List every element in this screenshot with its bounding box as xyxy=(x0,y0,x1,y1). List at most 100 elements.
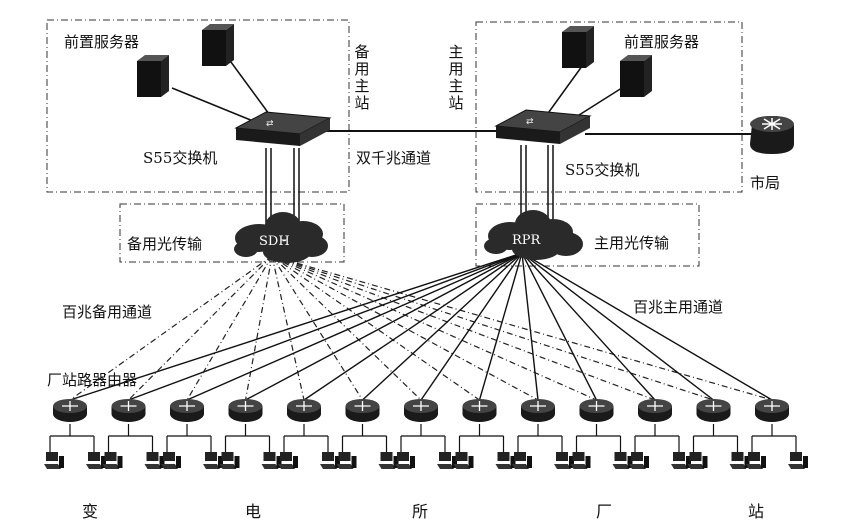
left-master-box xyxy=(46,19,350,193)
main-channel-line xyxy=(521,252,539,401)
backup-channel-lines xyxy=(69,255,773,401)
backup-channel-line xyxy=(271,255,422,401)
computer-icon xyxy=(746,452,766,469)
computer-icon xyxy=(612,452,633,469)
router-icon xyxy=(750,116,794,154)
switch-icon: ⇄ xyxy=(234,111,332,146)
cloud-icon xyxy=(484,210,583,260)
station xyxy=(512,399,574,469)
main-channel-line xyxy=(521,252,714,401)
router-icon xyxy=(170,399,204,422)
computer-icon xyxy=(320,452,340,469)
cloud-icon xyxy=(234,212,328,263)
router-icon xyxy=(404,399,438,422)
backup-channel-line xyxy=(271,255,305,401)
front-server-label-right: 前置服务器 xyxy=(624,33,700,51)
main-channel-line xyxy=(362,252,523,401)
computer-icon xyxy=(788,452,808,469)
backup-channel-line xyxy=(271,255,364,401)
backup-channel-line xyxy=(271,255,597,401)
main-channel-line xyxy=(128,252,523,401)
server-link xyxy=(227,57,273,119)
main-optical-label: 主用光传输 xyxy=(594,234,670,252)
city-office-label: 市局 xyxy=(750,174,781,192)
backup-channel-line xyxy=(69,255,273,401)
backup-channel-line xyxy=(244,255,273,401)
router-icon xyxy=(579,399,614,422)
station xyxy=(453,399,516,469)
bottom-char: 厂 xyxy=(596,502,613,521)
server-icon xyxy=(562,26,594,68)
main-channel-line xyxy=(303,252,523,401)
router-icon xyxy=(696,399,731,422)
computer-icon xyxy=(336,452,357,469)
svg-text:⇄: ⇄ xyxy=(266,119,274,129)
computer-icon xyxy=(378,452,399,469)
switch-label-right: S55交换机 xyxy=(565,161,640,179)
station xyxy=(102,399,165,469)
bottom-char: 所 xyxy=(412,502,429,521)
router-icon xyxy=(462,399,497,422)
computer-icon xyxy=(495,452,516,469)
backup-master-label: 备用主站 xyxy=(354,43,370,112)
main-channel-lines xyxy=(69,252,773,401)
main-100m-label: 百兆主用通道 xyxy=(633,298,724,316)
router-icon xyxy=(111,399,146,422)
computer-icon xyxy=(86,452,106,469)
main-channel-line xyxy=(521,252,773,401)
station xyxy=(219,399,282,469)
station xyxy=(278,399,340,469)
backup-channel-line xyxy=(271,255,656,401)
switch-icon: ⇄ xyxy=(494,109,592,144)
station xyxy=(336,399,399,469)
backup-channel-line xyxy=(271,255,539,401)
main-channel-line xyxy=(420,252,523,401)
station xyxy=(44,399,106,469)
computer-icon xyxy=(203,452,223,469)
station xyxy=(746,399,808,469)
router-icon xyxy=(53,399,87,422)
server-icon xyxy=(137,55,169,97)
bottom-char: 电 xyxy=(245,502,262,521)
computer-icon xyxy=(102,452,123,469)
computer-icon xyxy=(144,452,165,469)
backup-channel-line xyxy=(186,255,273,401)
computer-icon xyxy=(629,452,649,469)
main-channel-line xyxy=(521,252,656,401)
router-icon xyxy=(287,399,321,422)
station xyxy=(161,399,223,469)
computer-icon xyxy=(671,452,691,469)
computer-icon xyxy=(44,452,64,469)
computer-icon xyxy=(729,452,750,469)
router-icon xyxy=(228,399,263,422)
svg-text:⇄: ⇄ xyxy=(526,117,534,127)
left-optical-box xyxy=(119,203,345,263)
right-optical-box xyxy=(475,203,700,267)
computer-icon xyxy=(161,452,181,469)
station xyxy=(687,399,750,469)
computer-icon xyxy=(512,452,532,469)
backup-channel-line xyxy=(271,255,714,401)
station-group xyxy=(44,399,808,469)
main-channel-line xyxy=(245,252,523,401)
main-channel-line xyxy=(521,252,598,401)
computer-icon xyxy=(278,452,298,469)
station-router-label: 厂站路器由器 xyxy=(47,371,138,389)
backup-100m-label: 百兆备用通道 xyxy=(62,303,153,321)
front-server-label-left: 前置服务器 xyxy=(64,33,140,51)
router-icon xyxy=(755,399,789,422)
computer-icon xyxy=(687,452,708,469)
bottom-char: 站 xyxy=(748,502,765,521)
computer-icon xyxy=(437,452,457,469)
main-master-label: 主用主站 xyxy=(448,43,464,112)
right-master-box xyxy=(475,21,743,193)
left-trunk xyxy=(265,148,300,225)
main-channel-line xyxy=(69,252,523,401)
server-icon xyxy=(202,24,234,66)
computer-icon xyxy=(395,452,415,469)
backup-channel-line xyxy=(271,255,773,401)
main-channel-line xyxy=(186,252,523,401)
right-trunk xyxy=(520,145,554,222)
